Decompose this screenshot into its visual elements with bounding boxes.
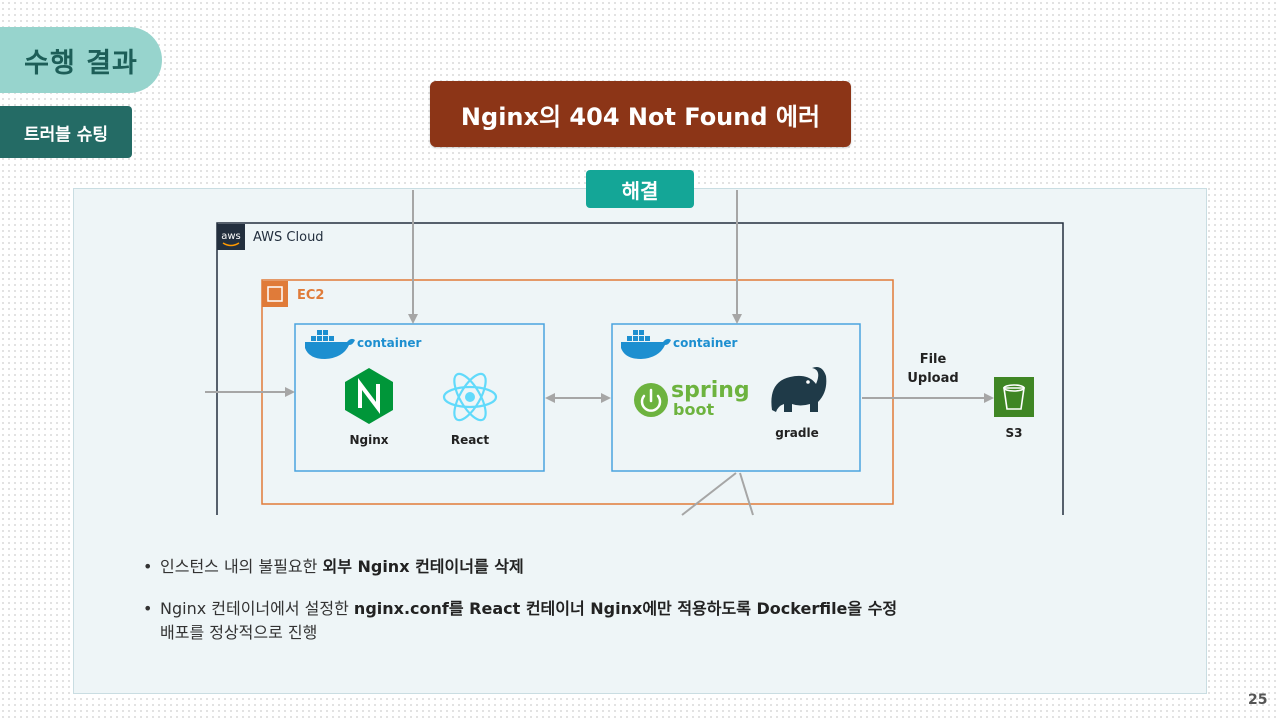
- react-label: React: [451, 433, 490, 447]
- gradle-icon: [771, 367, 827, 412]
- nginx-icon: [345, 368, 393, 424]
- bullet-list: • 인스턴스 내의 불필요한 외부 Nginx 컨테이너를 삭제 • Nginx…: [143, 555, 1143, 663]
- bullet-item: • 인스턴스 내의 불필요한 외부 Nginx 컨테이너를 삭제: [143, 555, 1143, 579]
- ec2-chip-inner-icon: [267, 286, 283, 302]
- container-right-label: container: [673, 336, 738, 350]
- s3-bucket-icon: [994, 377, 1034, 417]
- s3-label: S3: [1006, 426, 1023, 440]
- spring-boot-logo-icon: [634, 383, 668, 417]
- docker-icon: [305, 330, 355, 359]
- aws-cloud-boundary: [216, 222, 1064, 515]
- bullet-dot-icon: •: [143, 599, 153, 618]
- page-number: 25: [1248, 692, 1268, 708]
- bullet-text: 인스턴스 내의 불필요한: [160, 557, 323, 576]
- boot-word: boot: [673, 400, 714, 419]
- file-upload-label-line2: Upload: [907, 371, 958, 386]
- bullet-text: Nginx 컨테이너에서 설정한: [160, 599, 354, 618]
- container-left: [294, 323, 545, 472]
- nginx-label: Nginx: [349, 433, 388, 447]
- gradle-label: gradle: [775, 426, 818, 440]
- react-icon: [442, 372, 498, 422]
- ec2-label: EC2: [297, 288, 324, 303]
- container-left-label: container: [357, 336, 422, 350]
- docker-icon: [621, 330, 671, 359]
- bullet-bold-text: nginx.conf를 React 컨테이너 Nginx에만 적용하도록 Doc…: [353, 599, 898, 618]
- container-right: [611, 323, 861, 472]
- spring-word: spring: [671, 378, 750, 403]
- resolve-badge: 해결: [586, 170, 694, 208]
- section-title: 수행 결과: [0, 27, 162, 93]
- connector-down-left: [681, 472, 737, 516]
- aws-smile-icon: [222, 242, 240, 247]
- ec2-chip-icon: [262, 281, 288, 307]
- s3-bucket-rim-icon: [1003, 384, 1025, 392]
- bullet-dot-icon: •: [143, 557, 153, 576]
- aws-logo-text: aws: [221, 231, 241, 242]
- s3-bucket-glyph-icon: [1003, 387, 1025, 410]
- troubleshooting-tab[interactable]: 트러블 슈팅: [0, 106, 132, 158]
- error-title-banner: Nginx의 404 Not Found 에러: [430, 81, 851, 147]
- connector-down-right: [739, 472, 754, 516]
- aws-cloud-label: AWS Cloud: [253, 230, 324, 245]
- bullet-item: • Nginx 컨테이너에서 설정한 nginx.conf를 React 컨테이…: [143, 597, 1143, 645]
- bullet-bold-text: 외부 Nginx 컨테이너를 삭제: [322, 557, 524, 576]
- file-upload-label-line1: File: [920, 352, 947, 367]
- bullet-text-line2: 배포를 정상적으로 진행: [160, 623, 318, 642]
